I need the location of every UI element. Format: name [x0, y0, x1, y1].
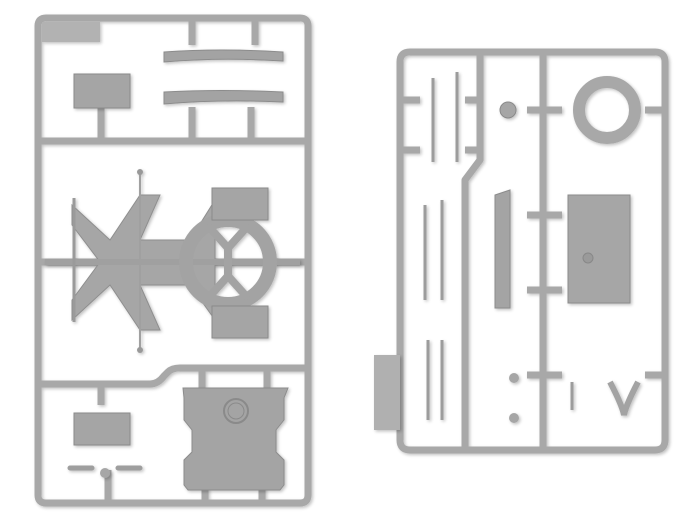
skid-plate	[182, 387, 289, 491]
corner-tab	[42, 22, 100, 42]
box-panel	[567, 194, 631, 304]
right-sprue	[396, 48, 669, 454]
y-fitting	[607, 380, 641, 416]
hose-1	[163, 49, 284, 63]
right-sprue-parts	[374, 72, 641, 430]
ring-part	[573, 76, 641, 144]
small-hub	[499, 101, 517, 119]
fuel-can-bottom	[73, 412, 131, 446]
axle-y-bracket	[206, 224, 250, 300]
hose-2	[163, 90, 284, 105]
fuel-can-top	[73, 73, 131, 109]
long-panel	[494, 189, 511, 309]
left-sprue-parts	[42, 22, 300, 491]
